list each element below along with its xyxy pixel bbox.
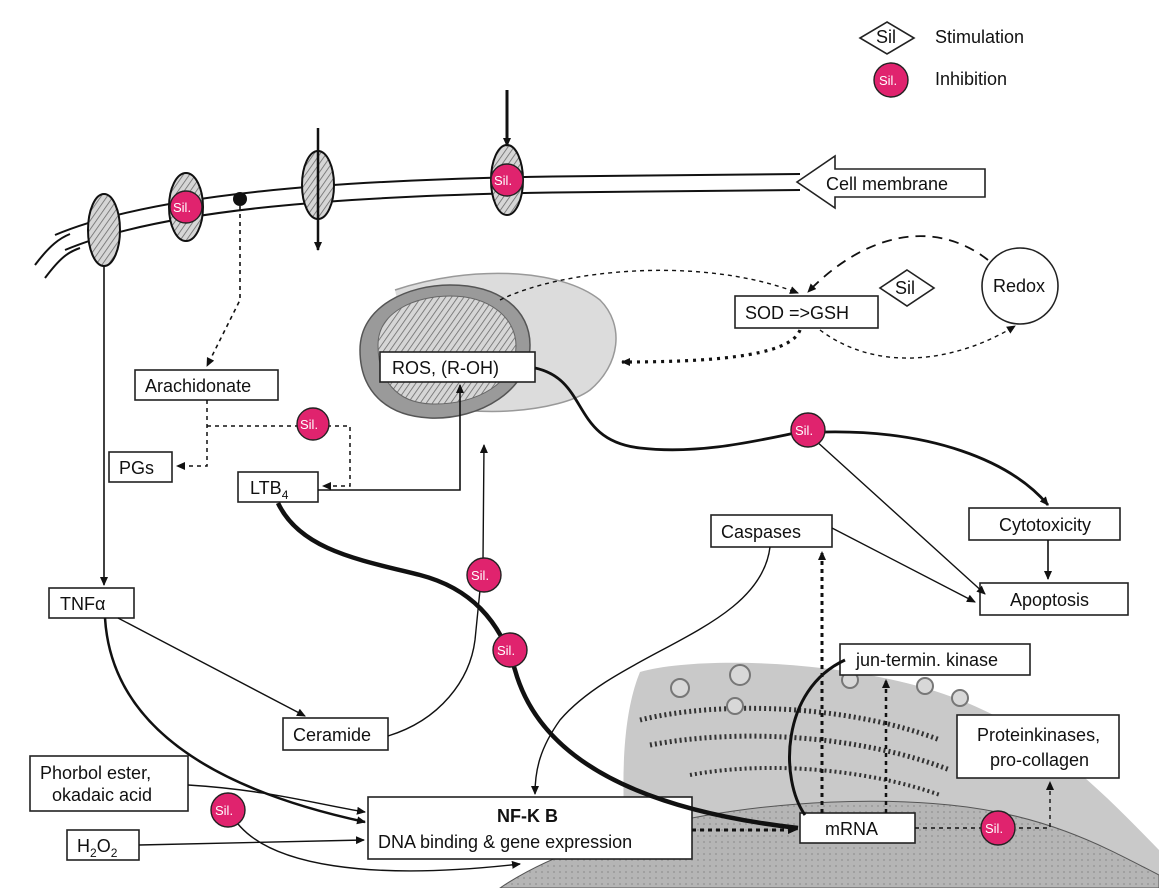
- arrow-arachidonate-to-ltb4: [207, 425, 351, 490]
- channel-1-icon: [87, 193, 121, 267]
- mrna-box: mRNA: [799, 812, 916, 844]
- arrow-tnf-to-nfkb: [103, 617, 366, 825]
- proteinkinases-label-2: pro-collagen: [990, 750, 1089, 770]
- phorbol-label-2: okadaic acid: [52, 785, 152, 805]
- arrow-tnf-to-ceramide: [117, 617, 306, 717]
- legend-stimulation-label: Stimulation: [935, 27, 1024, 47]
- arrow-arachidonate-to-pgs: [176, 400, 208, 470]
- jnk-label: jun-termin. kinase: [855, 650, 998, 670]
- arrow-caspases-to-apoptosis: [831, 527, 976, 603]
- svg-text:H2O2: H2O2: [77, 836, 118, 860]
- redox-label: Redox: [993, 276, 1045, 296]
- arrow-ceramide-to-mito: [387, 444, 488, 737]
- thick-path-ros-to-cytotoxicity: [534, 366, 801, 452]
- caspases-box: Caspases: [710, 514, 833, 548]
- jnk-box: jun-termin. kinase: [839, 643, 1031, 676]
- sil-inhibitor-channel-4: Sil.: [490, 163, 524, 197]
- h2o2-h: H: [77, 836, 90, 856]
- sil-inhibitor-phorbol: Sil.: [210, 792, 246, 828]
- svg-text:Sil.: Sil.: [795, 423, 813, 438]
- svg-text:Sil.: Sil.: [985, 821, 1003, 836]
- pgs-box: PGs: [108, 451, 173, 483]
- arachidonate-label: Arachidonate: [145, 376, 251, 396]
- ceramide-box: Ceramide: [282, 717, 389, 751]
- legend-inhibition-label: Inhibition: [935, 69, 1007, 89]
- arrow-sod-to-ros: [621, 329, 802, 366]
- arrow-phorbol-to-nfkb: [187, 784, 366, 815]
- nfkb-box: NF-K B DNA binding & gene expression: [367, 796, 693, 860]
- sod-gsh-label: SOD =>GSH: [745, 303, 849, 323]
- legend-inhibition-icon: Sil.: [873, 62, 909, 98]
- arrow-sil-to-apoptosis: [814, 439, 986, 595]
- sil-inhibitor-channel-2: Sil.: [169, 190, 203, 224]
- pgs-label: PGs: [119, 458, 154, 478]
- sil-inhibitor-ltb4-path: Sil.: [492, 632, 528, 668]
- svg-text:Sil.: Sil.: [215, 803, 233, 818]
- nfkb-label-1: NF-K B: [497, 806, 558, 826]
- svg-text:Sil.: Sil.: [471, 568, 489, 583]
- sod-gsh-box: SOD =>GSH: [734, 295, 879, 329]
- ltb-subscript: 4: [282, 488, 289, 502]
- arrow-to-cytotoxicity: [824, 430, 1050, 506]
- svg-text:Sil.: Sil.: [497, 643, 515, 658]
- h2o2-sub-a: 2: [90, 846, 97, 860]
- h2o2-o: O: [97, 836, 111, 856]
- svg-text:Sil.: Sil.: [173, 200, 191, 215]
- arrow-redox-to-sod: [807, 235, 989, 293]
- arrow-mito-to-sod: [499, 269, 799, 301]
- curve-jnk-mrna: [788, 658, 846, 816]
- sil-inhibitor-mrna: Sil.: [980, 810, 1016, 846]
- ltb-label: LTB: [250, 478, 282, 498]
- tnf-box: TNFα: [48, 587, 135, 619]
- mrna-label: mRNA: [825, 819, 878, 839]
- legend: Sil Stimulation Sil. Inhibition: [858, 21, 1024, 98]
- sil-inhibitor-arachidonate: Sil.: [296, 407, 330, 441]
- proteinkinases-box: Proteinkinases, pro-collagen: [956, 714, 1120, 779]
- tnf-label: TNFα: [60, 594, 105, 614]
- arrow-h2o2-to-nfkb: [138, 836, 365, 846]
- h2o2-box: H2O2: [66, 829, 140, 861]
- cell-membrane-label: Cell membrane: [826, 174, 948, 194]
- apoptosis-box: Apoptosis: [979, 582, 1129, 616]
- cell-membrane: [34, 173, 801, 279]
- sil-inhibitor-ceramide: Sil.: [466, 557, 502, 593]
- h2o2-sub-b: 2: [111, 846, 118, 860]
- apoptosis-label: Apoptosis: [1010, 590, 1089, 610]
- arrow-ltb4-to-ros: [318, 384, 464, 491]
- legend-stimulation-icon: Sil: [858, 21, 916, 55]
- receptor-dot: [233, 192, 247, 206]
- arrow-caspases-to-nfkb: [531, 546, 771, 795]
- nfkb-label-2: DNA binding & gene expression: [378, 832, 632, 852]
- arrow-sod-to-redox: [819, 325, 1016, 359]
- cytotoxicity-label: Cytotoxicity: [999, 515, 1091, 535]
- sil-stimulation-label: Sil: [895, 278, 915, 298]
- thick-path-ltb4-mrna: [275, 502, 799, 831]
- ceramide-label: Ceramide: [293, 725, 371, 745]
- svg-text:Sil.: Sil.: [494, 173, 512, 188]
- arrow-receptor-to-arachidonate: [206, 206, 241, 367]
- cell-membrane-pointer: Cell membrane: [795, 154, 986, 210]
- caspases-label: Caspases: [721, 522, 801, 542]
- mitochondrion: [359, 272, 617, 419]
- svg-text:Sil.: Sil.: [300, 417, 318, 432]
- ltb4-box: LTB4: [237, 471, 319, 503]
- legend-inhib-symbol: Sil.: [879, 73, 897, 88]
- ros-box: ROS, (R-OH): [379, 351, 536, 383]
- ros-label: ROS, (R-OH): [392, 358, 499, 378]
- sil-stimulation-marker: Sil: [878, 269, 936, 307]
- legend-stim-symbol: Sil: [876, 27, 896, 47]
- phorbol-label-1: Phorbol ester,: [40, 763, 151, 783]
- redox-circle: Redox: [981, 247, 1059, 325]
- phorbol-box: Phorbol ester, okadaic acid: [29, 755, 189, 812]
- cytotoxicity-box: Cytotoxicity: [968, 507, 1121, 541]
- svg-text:LTB4: LTB4: [250, 478, 289, 502]
- proteinkinases-label-1: Proteinkinases,: [977, 725, 1100, 745]
- arachidonate-box: Arachidonate: [134, 369, 279, 401]
- sil-inhibitor-ros-path: Sil.: [790, 412, 826, 448]
- arrow-phorbol-bottom-to-nfkb: [229, 811, 521, 872]
